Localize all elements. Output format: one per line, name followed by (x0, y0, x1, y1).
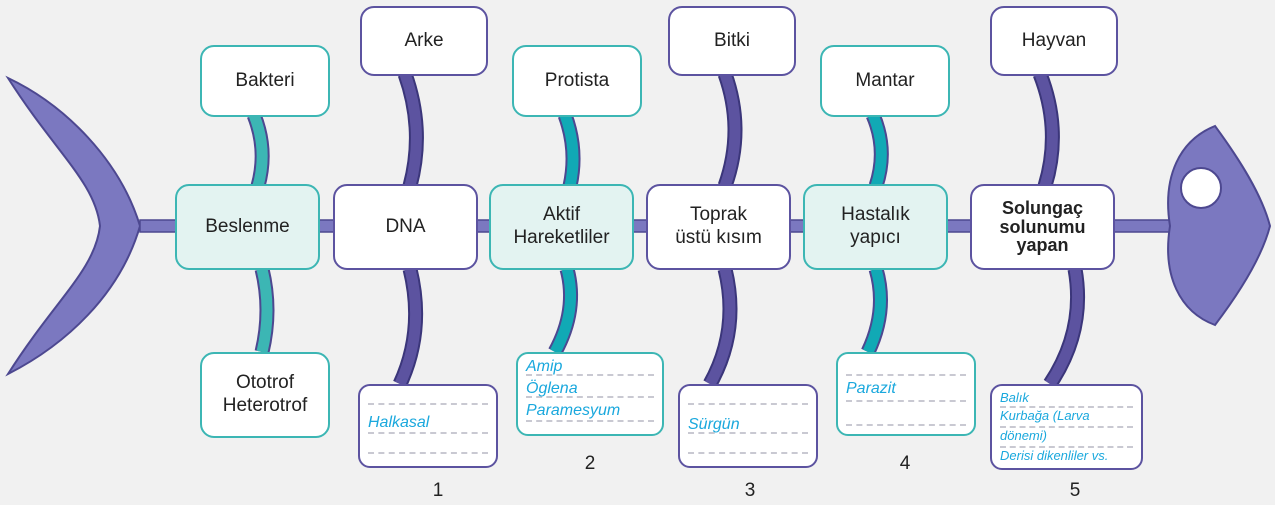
top-box-protista: Protista (512, 45, 642, 117)
dashed-line (526, 396, 654, 398)
bone-top-4-fill (719, 72, 741, 188)
answer-text: Halkasal (368, 414, 430, 431)
fish-eye (1180, 167, 1222, 209)
top-box-bakteri: Bakteri (200, 45, 330, 117)
number-2: 2 (584, 453, 596, 474)
dashed-line (688, 452, 808, 454)
dashed-line (846, 424, 966, 426)
answer-text: Balık (1000, 390, 1029, 405)
fish-head (1167, 124, 1272, 327)
answer-text: Amip (526, 358, 563, 375)
top-box-bitki: Bitki (668, 6, 796, 76)
dashed-line (1000, 406, 1133, 408)
middle-box-dna: DNA (333, 184, 478, 270)
answer-box-2: Amip Öglena Paramesyum (516, 352, 664, 436)
answer-text: Parazit (846, 380, 896, 397)
dashed-line (846, 374, 966, 376)
top-box-mantar: Mantar (820, 45, 950, 117)
number-1: 1 (432, 480, 444, 501)
number-4: 4 (899, 453, 911, 474)
bone-top-1-fill (248, 112, 268, 188)
bone-top-5-fill (867, 112, 887, 188)
dashed-line (526, 374, 654, 376)
dashed-line (688, 432, 808, 434)
bone-top-6-fill (1034, 71, 1058, 188)
dashed-line (1000, 446, 1133, 448)
dashed-line (368, 403, 488, 405)
dashed-line (1000, 426, 1133, 428)
bone-top-2-fill (399, 72, 422, 188)
dashed-line (688, 403, 808, 405)
answer-box-4: Parazit (836, 352, 976, 436)
bone-bottom-6-fill (1045, 268, 1084, 388)
answer-text: Öglena (526, 380, 578, 397)
bone-bottom-2-fill (394, 267, 422, 387)
answer-box-3: Sürgün (678, 384, 818, 468)
answer-box-5: Balık Kurbağa (Larva dönemi) Derisi dike… (990, 384, 1143, 470)
number-3: 3 (744, 480, 756, 501)
top-box-hayvan: Hayvan (990, 6, 1118, 76)
bone-bottom-5-fill (863, 267, 886, 355)
dashed-line (368, 432, 488, 434)
bone-bottom-1-fill (256, 267, 273, 354)
answer-text: Derisi dikenliler vs. (1000, 448, 1109, 463)
bone-bottom-4-fill (705, 267, 736, 387)
dashed-line (368, 452, 488, 454)
answer-text: Kurbağa (Larva (1000, 408, 1090, 423)
bone-top-3-fill (559, 113, 579, 188)
middle-box-beslenme: Beslenme (175, 184, 320, 270)
answer-box-1: Halkasal (358, 384, 498, 468)
dashed-line (526, 420, 654, 422)
number-5: 5 (1069, 480, 1081, 501)
answer-text: Sürgün (688, 416, 740, 433)
answer-text: dönemi) (1000, 428, 1047, 443)
answer-text: Paramesyum (526, 402, 621, 419)
fish-tail (5, 75, 142, 377)
dashed-line (846, 400, 966, 402)
bone-bottom-3-fill (550, 267, 577, 355)
top-box-arke: Arke (360, 6, 488, 76)
